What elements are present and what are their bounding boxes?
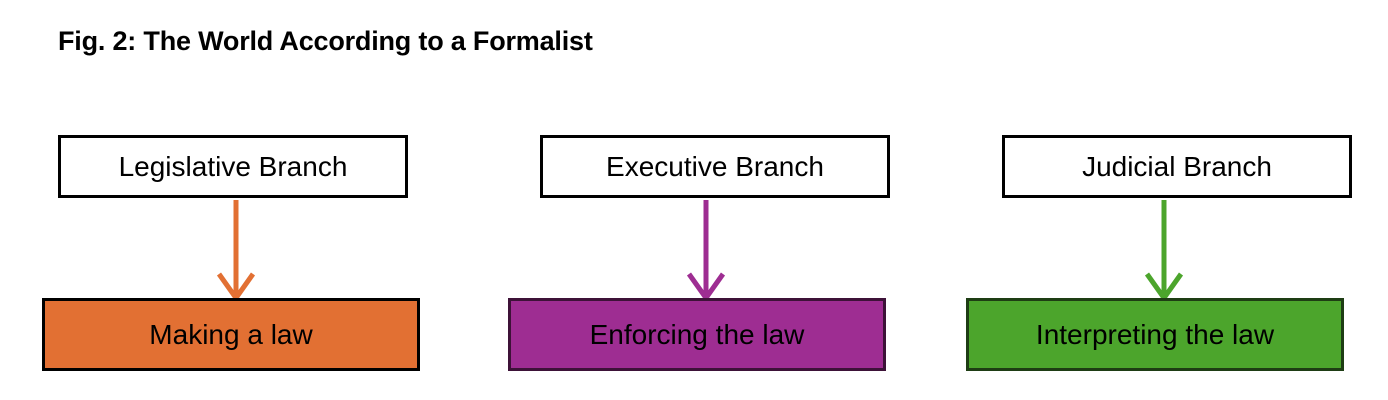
branch-label: Legislative Branch	[118, 150, 348, 182]
function-label: Interpreting the law	[1035, 318, 1275, 350]
branch-box-executive: Executive Branch	[540, 135, 890, 198]
arrow-down-icon	[666, 198, 746, 301]
branch-label: Judicial Branch	[1082, 150, 1272, 182]
arrow-down-icon	[196, 198, 276, 301]
function-label: Enforcing the law	[589, 318, 805, 350]
arrow-down-icon	[1124, 198, 1204, 301]
figure-title: Fig. 2: The World According to a Formali…	[58, 26, 593, 56]
function-box-enforcing-the-law: Enforcing the law	[508, 298, 886, 371]
function-box-interpreting-the-law: Interpreting the law	[966, 298, 1344, 371]
branch-box-judicial: Judicial Branch	[1002, 135, 1352, 198]
function-box-making-a-law: Making a law	[42, 298, 420, 371]
branch-label: Executive Branch	[606, 150, 824, 182]
branch-box-legislative: Legislative Branch	[58, 135, 408, 198]
function-label: Making a law	[149, 318, 313, 350]
branch-column-executive: Executive Branch Enforcing the law	[466, 0, 936, 400]
branch-column-judicial: Judicial Branch Interpreting the law	[928, 0, 1388, 400]
branch-column-legislative: Legislative Branch Making a law	[0, 0, 470, 400]
